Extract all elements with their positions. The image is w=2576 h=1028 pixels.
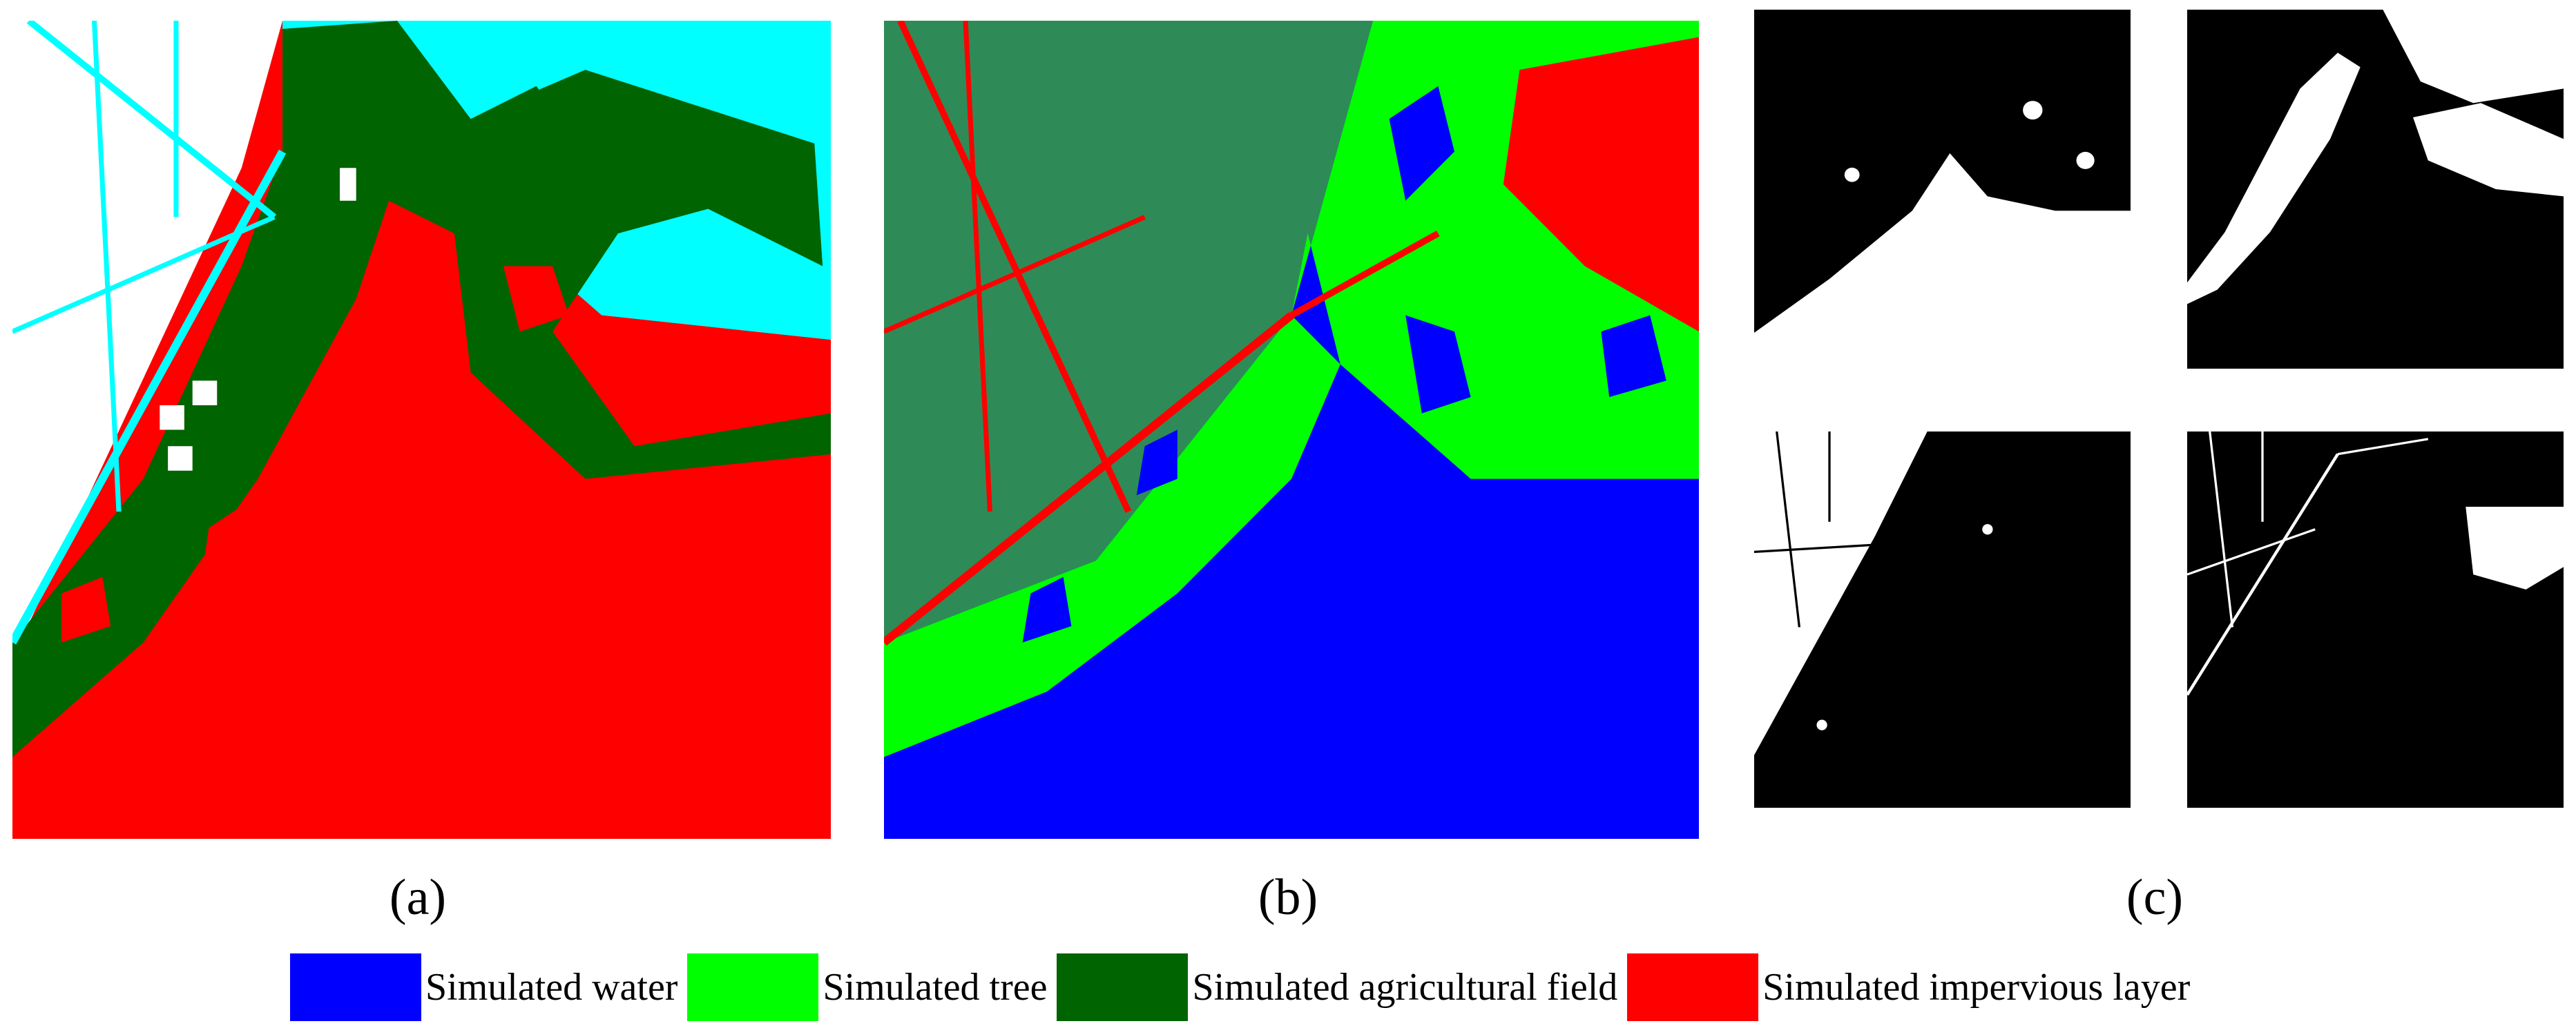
panel-a-image	[12, 21, 831, 839]
legend-swatch-impervious	[1627, 953, 1759, 1021]
panel-b-image	[884, 21, 1699, 839]
panel-label-b: (b)	[1258, 869, 1318, 926]
legend-swatch-water	[290, 953, 421, 1021]
panel-label-c: (c)	[2126, 869, 2184, 926]
legend: Simulated water Simulated tree Simulated…	[290, 953, 2200, 1022]
panel-label-a: (a)	[389, 869, 447, 926]
panel-c-mask-3	[1754, 431, 2131, 808]
legend-item-agricultural-field: Simulated agricultural field	[1057, 953, 1624, 1021]
legend-swatch-tree	[687, 953, 819, 1021]
legend-item-water: Simulated water	[290, 953, 684, 1021]
legend-swatch-agricultural-field	[1057, 953, 1189, 1021]
legend-item-impervious: Simulated impervious layer	[1627, 953, 2197, 1021]
legend-label-impervious: Simulated impervious layer	[1762, 966, 2191, 1009]
legend-label-agricultural-field: Simulated agricultural field	[1192, 966, 1618, 1009]
legend-item-tree: Simulated tree	[687, 953, 1054, 1021]
panel-c-mask-1	[1754, 10, 2131, 369]
legend-label-water: Simulated water	[425, 966, 678, 1009]
legend-label-tree: Simulated tree	[823, 966, 1048, 1009]
panel-c-mask-2	[2187, 10, 2564, 369]
panel-c-mask-4	[2187, 431, 2564, 808]
